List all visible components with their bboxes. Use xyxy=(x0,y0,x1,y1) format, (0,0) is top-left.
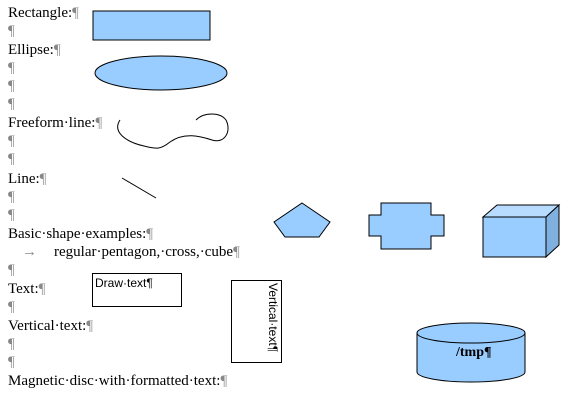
freeform-label-line: Freeform·line:¶ xyxy=(8,114,102,132)
empty-paragraph: ¶ xyxy=(8,23,15,39)
draw-text-box[interactable]: Draw·text¶ xyxy=(92,273,182,307)
vertical-text-label: Vertical·text: xyxy=(8,318,87,334)
draw-text-content: Draw·text¶ xyxy=(95,276,153,290)
pilcrow: ¶ xyxy=(53,42,61,58)
pilcrow: ¶ xyxy=(146,226,154,242)
empty-paragraph: ¶ xyxy=(8,299,15,315)
pilcrow: ¶ xyxy=(38,281,46,297)
line-shape[interactable] xyxy=(121,177,157,199)
magnetic-disc-shape[interactable] xyxy=(416,322,526,383)
empty-paragraph: ¶ xyxy=(8,96,15,112)
rectangle-label-line: Rectangle:¶ xyxy=(8,4,79,22)
disc-label: /tmp¶ xyxy=(456,345,492,360)
cube-shape[interactable] xyxy=(481,203,561,259)
magnetic-disc-label: Magnetic·disc·with·formatted·text: xyxy=(8,373,221,389)
ellipse-shape[interactable] xyxy=(94,55,228,91)
freeform-label: Freeform·line: xyxy=(8,115,96,131)
empty-paragraph: ¶ xyxy=(8,262,15,278)
empty-paragraph: ¶ xyxy=(8,189,15,205)
freeform-line-shape[interactable] xyxy=(117,113,229,149)
line-label: Line: xyxy=(8,171,40,187)
empty-paragraph: ¶ xyxy=(8,354,15,370)
vertical-text-box[interactable]: Vertical·text¶ xyxy=(231,280,282,363)
ellipse-label: Ellipse: xyxy=(8,42,54,58)
basic-shapes-label: Basic·shape·examples: xyxy=(8,226,147,242)
basic-shapes-sub-line: → regular·pentagon,·cross,·cube¶ xyxy=(22,243,240,261)
rectangle-label: Rectangle: xyxy=(8,5,73,21)
pilcrow: ¶ xyxy=(39,171,47,187)
pilcrow: ¶ xyxy=(86,318,94,334)
cross-shape[interactable] xyxy=(368,202,445,250)
vertical-text-content: Vertical·text¶ xyxy=(266,283,280,353)
pilcrow: ¶ xyxy=(95,115,103,131)
magnetic-disc-label-line: Magnetic·disc·with·formatted·text:¶ xyxy=(8,372,227,390)
basic-shapes-label-line: Basic·shape·examples:¶ xyxy=(8,225,153,243)
ellipse-label-line: Ellipse:¶ xyxy=(8,41,61,59)
empty-paragraph: ¶ xyxy=(8,151,15,167)
empty-paragraph: ¶ xyxy=(8,60,15,76)
text-label: Text: xyxy=(8,281,39,297)
basic-shapes-sub-label: regular·pentagon,·cross,·cube xyxy=(54,244,234,260)
pilcrow: ¶ xyxy=(233,244,240,260)
text-label-line: Text:¶ xyxy=(8,280,45,298)
empty-paragraph: ¶ xyxy=(8,133,15,149)
vertical-text-label-line: Vertical·text:¶ xyxy=(8,317,93,335)
empty-paragraph: ¶ xyxy=(8,78,15,94)
empty-paragraph: ¶ xyxy=(8,207,15,223)
tab-arrow-icon: → xyxy=(22,244,37,260)
pilcrow: ¶ xyxy=(72,5,79,21)
empty-paragraph: ¶ xyxy=(8,336,15,352)
pentagon-shape[interactable] xyxy=(273,202,331,238)
line-label-line: Line:¶ xyxy=(8,170,46,188)
rectangle-shape[interactable] xyxy=(92,10,211,41)
pilcrow: ¶ xyxy=(220,373,228,389)
